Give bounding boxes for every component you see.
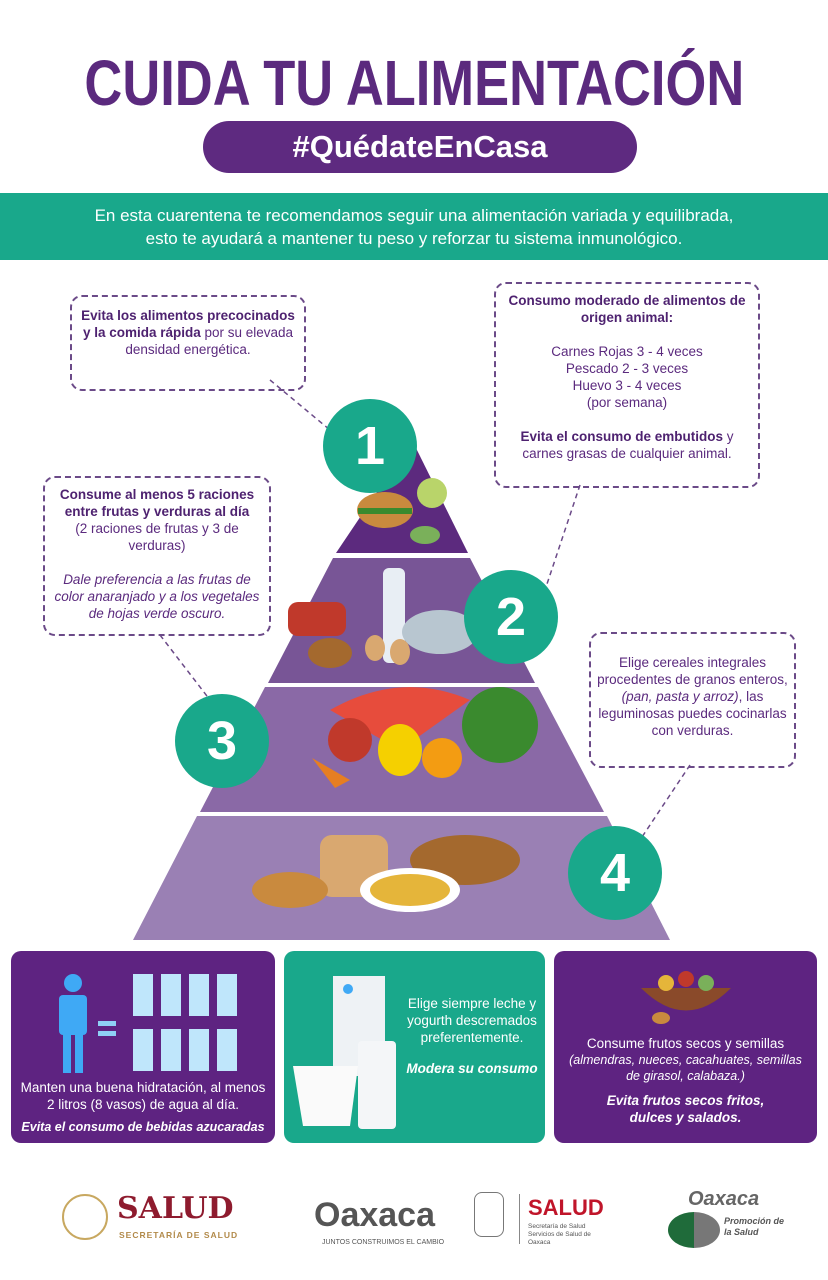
note-text: y carnes grasas de cualquier animal.	[522, 429, 734, 461]
note-title: Consume al menos 5 raciones entre frutas…	[59, 487, 255, 519]
frequency-unit: (por semana)	[586, 395, 668, 410]
intro-line-1: En esta cuarentena te recomendamos segui…	[94, 206, 734, 225]
hashtag: #QuédateEnCasa	[292, 129, 548, 164]
salud-wordmark: SALUD	[117, 1191, 234, 1226]
note-italic: Dale preferencia a las frutas de color a…	[54, 572, 260, 621]
intro-band: En esta cuarentena te recomendamos segui…	[0, 193, 828, 260]
salud-oaxaca-wordmark: SALUD	[528, 1195, 604, 1220]
logo-promocion-salud: Oaxaca Promoción de la Salud	[668, 1188, 788, 1252]
nuts-bowl-icon	[641, 971, 731, 1024]
dairy-text: Elige siempre leche y yogurth descremado…	[407, 996, 537, 1045]
nuts-warning: Evita frutos secos fritos, dulces y sala…	[606, 1093, 765, 1125]
slogan: JUNTOS CONSTRUIMOS EL CAMBIO	[322, 1239, 445, 1246]
logo-divider	[519, 1194, 520, 1244]
note-italic: (pan, pasta y arroz)	[621, 689, 739, 704]
egg-frequency: Huevo 3 - 4 veces	[572, 378, 682, 393]
animal-food-illustration	[288, 568, 478, 668]
intro-line-2: esto te ayudará a mantener tu peso y ref…	[145, 229, 683, 248]
hydration-text: Manten una buena hidratación, al menos 2…	[20, 1080, 266, 1112]
hashtag-banner: #QuédateEnCasa	[203, 121, 637, 173]
note-bold: Evita los alimentos precocinados y la co…	[81, 308, 295, 340]
nuts-examples: (almendras, nueces, cacahuates, semillas…	[569, 1053, 802, 1083]
nuts-box: Consume frutos secos y semillas (almendr…	[554, 951, 817, 1143]
hydration-box: Manten una buena hidratación, al menos 2…	[11, 951, 275, 1143]
note-text: Elige cereales integrales procedentes de…	[597, 655, 788, 687]
oaxaca-promo-wordmark: Oaxaca	[688, 1188, 760, 1210]
note-bold: Evita el consumo de embutidos	[520, 429, 724, 444]
cereals-illustration	[252, 835, 520, 912]
servicios-label: Secretaría de Salud Servicios de Salud d…	[528, 1223, 591, 1246]
note-subtitle: (2 raciones de frutas y 3 de verduras)	[75, 521, 239, 553]
national-seal-icon	[62, 1194, 108, 1240]
fish-frequency: Pescado 2 - 3 veces	[565, 361, 689, 376]
promocion-emblem-icon	[668, 1212, 720, 1248]
note-animal-food: Consumo moderado de alimentos de origen …	[494, 282, 760, 488]
red-meat-frequency: Carnes Rojas 3 - 4 veces	[551, 344, 703, 359]
hydration-text-group: Manten una buena hidratación, al menos 2…	[19, 1079, 267, 1136]
level-2-badge: 2	[464, 570, 558, 664]
level-4-badge: 4	[568, 826, 662, 920]
dairy-box: Elige siempre leche y yogurth descremado…	[284, 951, 545, 1143]
nuts-text: Consume frutos secos y semillas	[586, 1036, 785, 1051]
note-cereals: Elige cereales integrales procedentes de…	[589, 632, 796, 768]
note-text: por su elevada densidad energética.	[125, 325, 294, 357]
connector-lines	[159, 379, 691, 841]
secretaria-label: SECRETARÍA DE SALUD	[119, 1230, 239, 1240]
note-text: , las leguminosas puedes cocinarlas con …	[598, 689, 787, 738]
logo-oaxaca-salud: Oaxaca JUNTOS CONSTRUIMOS EL CAMBIO SALU…	[314, 1190, 614, 1254]
level-3-badge: 3	[175, 694, 269, 788]
dairy-warning: Modera su consumo	[406, 1061, 538, 1076]
fruits-vegetables-illustration	[312, 687, 538, 788]
logo-secretaria-salud: SALUD SECRETARÍA DE SALUD	[62, 1192, 242, 1244]
note-fruits-vegetables: Consume al menos 5 raciones entre frutas…	[43, 476, 271, 636]
food-pyramid	[133, 379, 691, 940]
state-seal	[474, 1192, 504, 1237]
milk-yogurt-icon	[293, 976, 396, 1129]
water-glasses-icon	[59, 974, 237, 1073]
note-processed-food: Evita los alimentos precocinados y la co…	[70, 295, 306, 391]
note-title: Consumo moderado de alimentos de origen …	[508, 293, 746, 325]
oaxaca-wordmark: Oaxaca	[314, 1196, 435, 1234]
level-1-badge: 1	[323, 399, 417, 493]
dairy-text-group: Elige siempre leche y yogurth descremado…	[402, 995, 542, 1077]
page-title: CUIDA TU ALIMENTACIÓN	[84, 47, 744, 119]
title-container: CUIDA TU ALIMENTACIÓN	[0, 48, 828, 118]
fast-food-illustration	[357, 478, 447, 544]
nuts-text-group: Consume frutos secos y semillas (almendr…	[564, 1035, 807, 1126]
promocion-label: Promoción de la Salud	[724, 1216, 785, 1237]
hydration-warning: Evita el consumo de bebidas azucaradas	[21, 1120, 265, 1134]
